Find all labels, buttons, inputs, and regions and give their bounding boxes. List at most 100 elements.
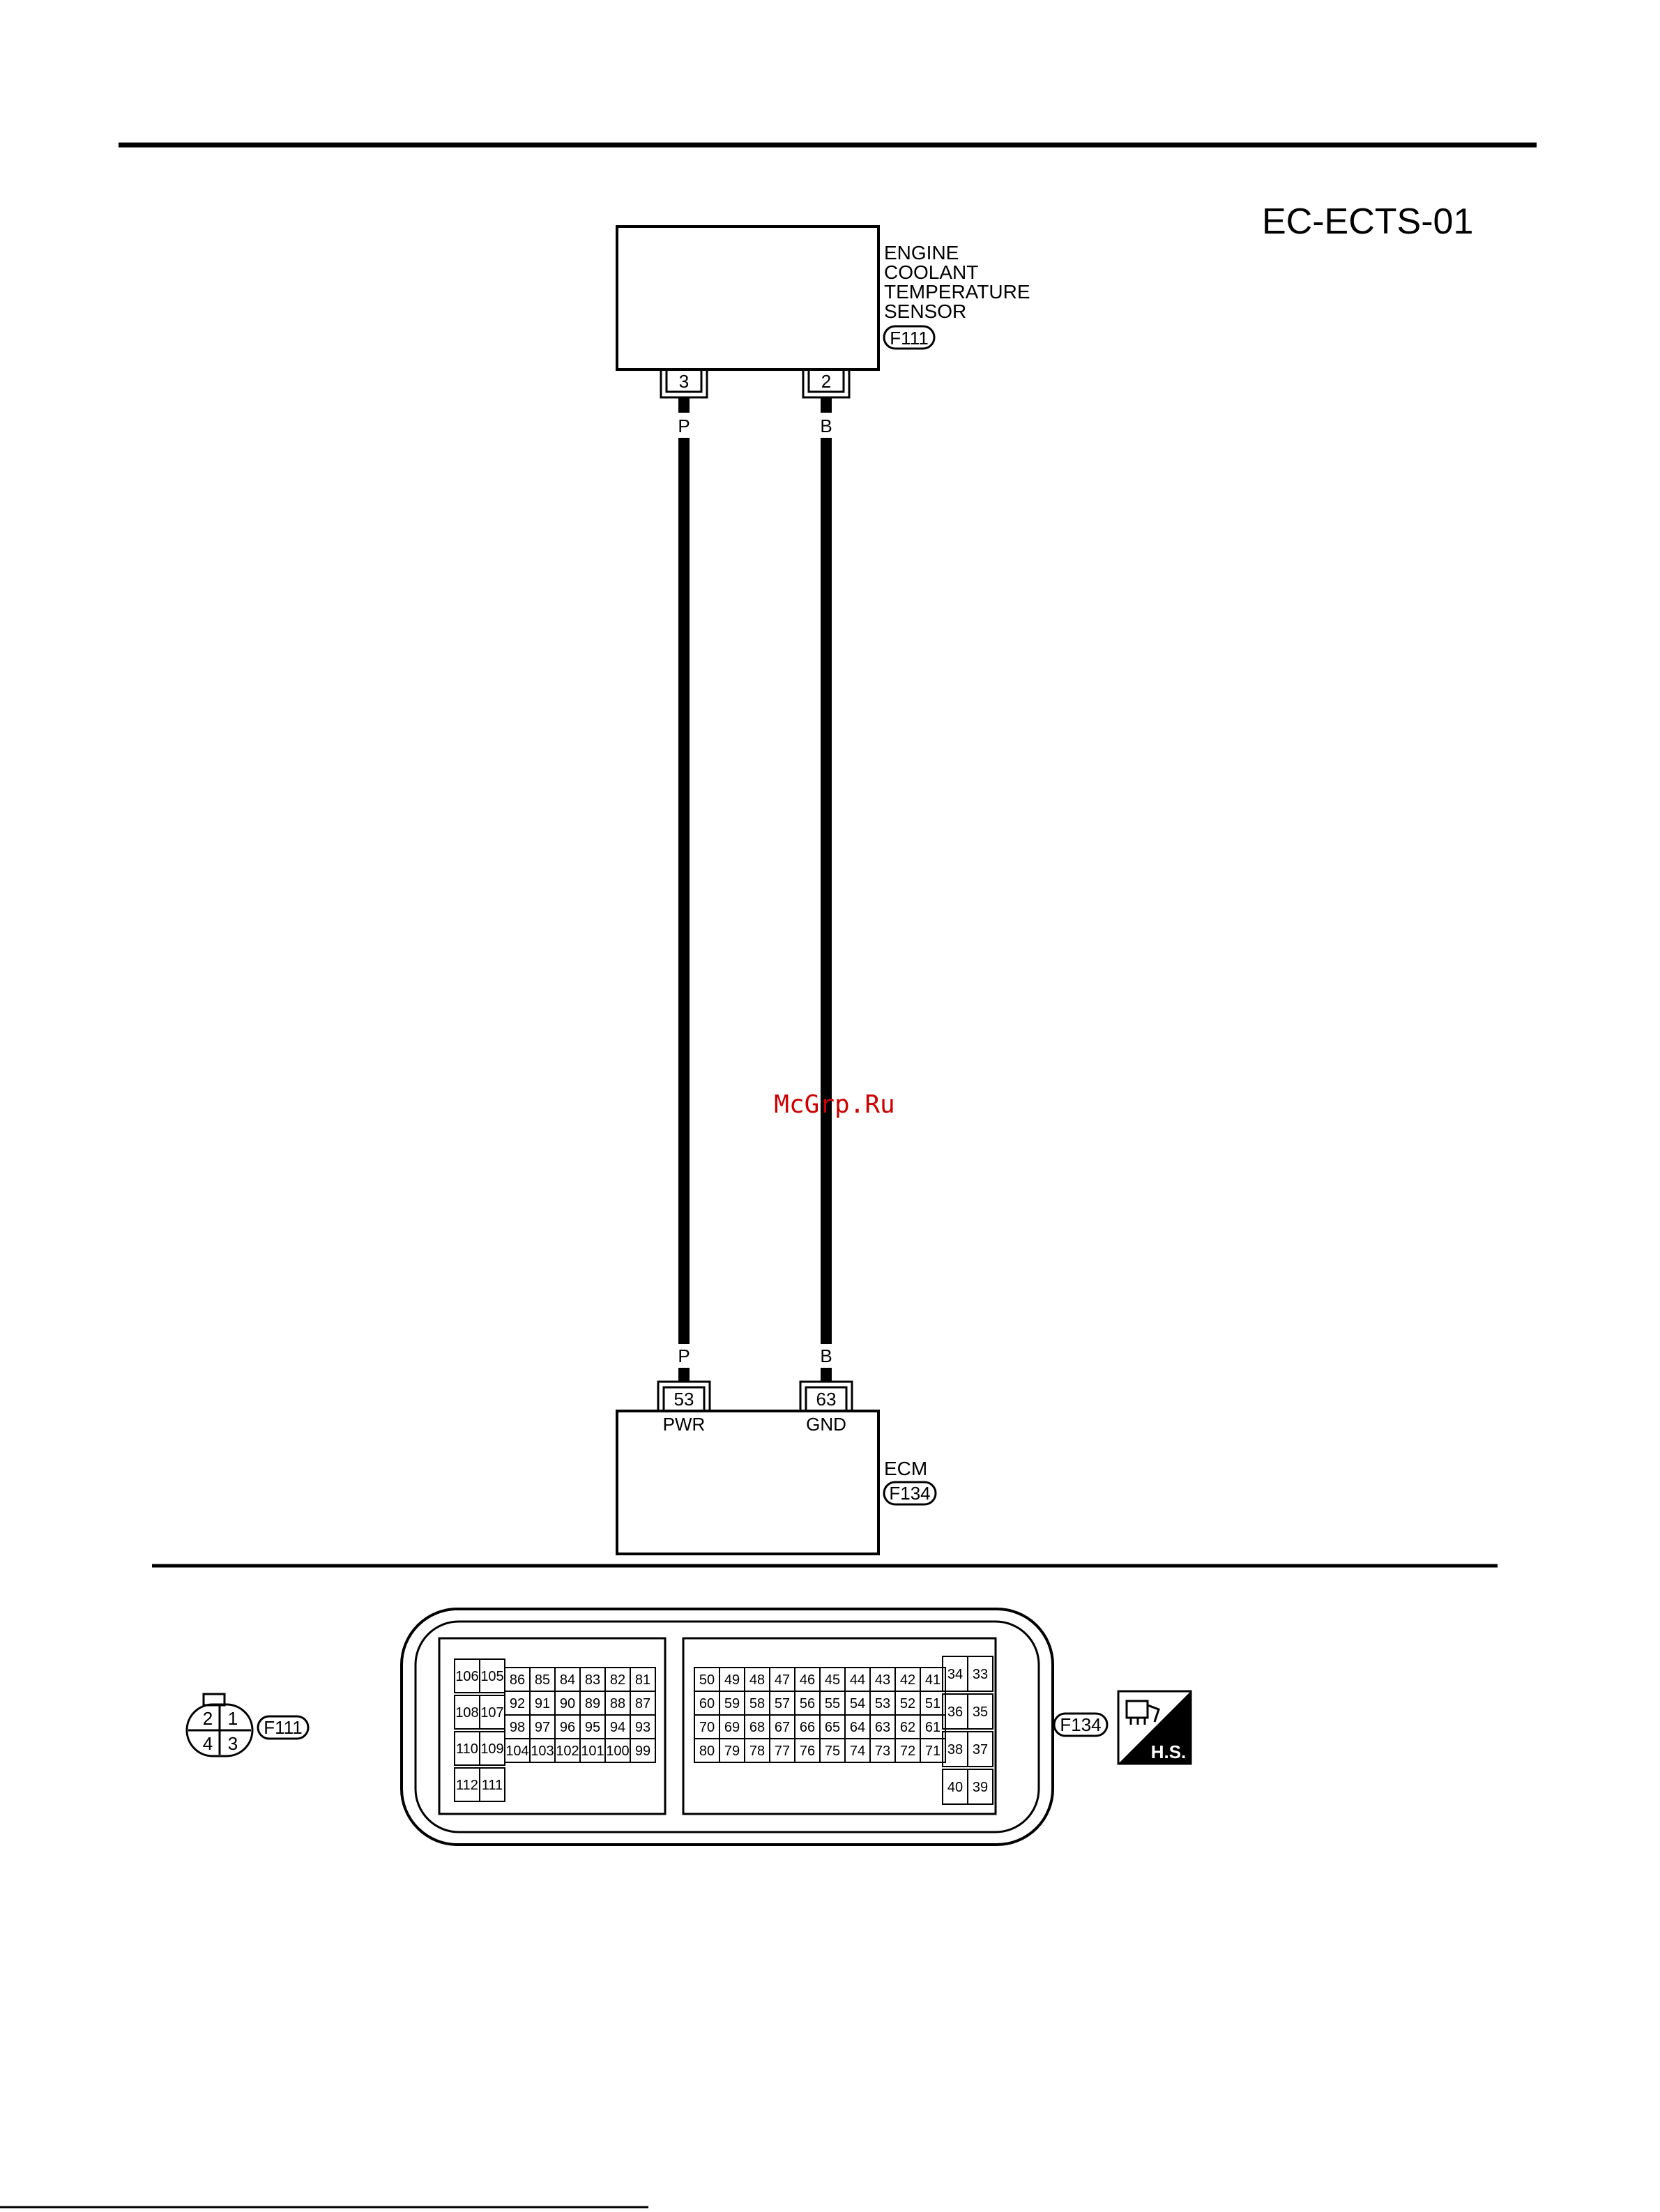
f134-pin-37-cell	[967, 1731, 993, 1767]
f134-pin-62: 62	[900, 1720, 915, 1735]
f134-tag	[1053, 1712, 1109, 1737]
f134-pin-43: 43	[875, 1672, 890, 1688]
f134-pin-87: 87	[635, 1696, 650, 1711]
ecm-pin-53-wire-color: P	[678, 1345, 690, 1366]
f134-pin-58: 58	[749, 1696, 765, 1711]
f134-pin-96: 96	[560, 1720, 575, 1735]
f134-pin-71: 71	[925, 1744, 941, 1759]
ecm-name: ECM	[884, 1458, 927, 1479]
f134-pin-92: 92	[510, 1696, 525, 1711]
f134-pin-35-cell	[967, 1693, 993, 1730]
sensor-connector-label: F111	[890, 328, 928, 349]
f134-pin-99-cell	[630, 1738, 656, 1763]
f134-pin-39: 39	[973, 1780, 988, 1795]
sensor-pin-2-wire-color: B	[820, 415, 832, 436]
ecm-pin-63-number: 63	[816, 1389, 837, 1410]
hs-badge: H.S.	[1117, 1690, 1192, 1765]
f134-pin-67: 67	[775, 1720, 790, 1735]
f134-pin-35: 35	[973, 1704, 988, 1720]
f134-pin-42: 42	[900, 1672, 915, 1688]
f134-pin-90: 90	[560, 1696, 575, 1711]
f134-pin-55: 55	[825, 1696, 840, 1711]
f134-pin-95: 95	[585, 1720, 600, 1735]
f134-pin-65: 65	[825, 1720, 840, 1735]
f134-pin-103: 103	[531, 1744, 554, 1759]
f134-pin-86: 86	[510, 1672, 525, 1688]
ecm-pin-53-label: PWR	[663, 1414, 706, 1435]
ecm-connector-tag	[883, 1481, 937, 1506]
sensor-pin-2-number: 2	[821, 371, 831, 392]
f134-inner-shell	[414, 1620, 1040, 1833]
f134-pin-110: 110	[456, 1741, 478, 1757]
f134-pin-85: 85	[535, 1672, 550, 1688]
f134-pin-94: 94	[610, 1720, 625, 1735]
f134-pin-53: 53	[875, 1696, 890, 1711]
f134-pin-61: 61	[925, 1720, 941, 1735]
f134-pin-107: 107	[480, 1705, 503, 1721]
f111-pin-1: 1	[228, 1708, 238, 1729]
ecm-pin-63-wire-color: B	[820, 1345, 832, 1366]
hs-badge-text: H.S.	[1151, 1741, 1187, 1762]
ecm-pin-63-label: GND	[806, 1414, 846, 1435]
f134-pin-111-cell	[479, 1767, 505, 1802]
sensor-name-line-4: SENSOR	[884, 300, 966, 322]
f134-pin-39-cell	[967, 1769, 993, 1805]
f134-pin-33: 33	[973, 1667, 988, 1682]
f134-pin-105: 105	[480, 1669, 503, 1684]
f134-pin-56: 56	[800, 1696, 815, 1711]
f134-pin-104: 104	[505, 1744, 528, 1759]
f134-pin-52: 52	[900, 1696, 915, 1711]
f134-right-block	[682, 1637, 997, 1815]
f134-pin-33-cell	[967, 1656, 993, 1692]
sensor-connector-tag	[883, 325, 936, 350]
sensor-pin-3-number: 3	[679, 371, 689, 392]
f134-pin-37: 37	[973, 1742, 988, 1757]
sensor-pin-3-wire-color: P	[678, 415, 690, 436]
f134-pin-100: 100	[606, 1744, 629, 1759]
f134-pin-41: 41	[925, 1672, 941, 1688]
f134-pin-82: 82	[610, 1672, 625, 1688]
f134-pin-109: 109	[480, 1741, 503, 1757]
hs-badge-fill	[1118, 1691, 1191, 1764]
f134-pin-46: 46	[800, 1672, 815, 1688]
f134-pin-40: 40	[947, 1780, 963, 1795]
f134-pin-54: 54	[850, 1696, 865, 1711]
f134-pin-71-cell	[920, 1738, 946, 1763]
sensor-name-line-1: ENGINE	[884, 242, 959, 264]
f134-pin-57: 57	[775, 1696, 790, 1711]
f134-pin-48: 48	[749, 1672, 765, 1688]
f134-outer-shell	[400, 1608, 1054, 1846]
f134-pin-108: 108	[455, 1705, 478, 1721]
f134-pin-91: 91	[535, 1696, 550, 1711]
sensor-name-line-3: TEMPERATURE	[884, 281, 1030, 303]
f134-pin-44: 44	[850, 1672, 865, 1688]
f134-pin-99: 99	[635, 1744, 650, 1759]
f134-pin-75: 75	[825, 1744, 840, 1759]
f134-pin-59: 59	[724, 1696, 740, 1711]
ecm-connector-label: F134	[889, 1483, 930, 1504]
f134-pin-74: 74	[850, 1744, 865, 1759]
sensor-box	[616, 225, 880, 371]
f134-pin-49: 49	[724, 1672, 740, 1688]
f111-connector-view: 2 1 4 3 F111	[185, 1693, 310, 1757]
f134-left-block	[438, 1637, 667, 1815]
f134-pin-97: 97	[535, 1720, 550, 1735]
f134-pin-72: 72	[900, 1744, 915, 1759]
f111-pin-3: 3	[228, 1733, 238, 1754]
ecm-box	[616, 1410, 880, 1555]
f134-pin-64: 64	[850, 1720, 865, 1735]
f134-pin-98: 98	[510, 1720, 525, 1735]
f134-pin-73: 73	[875, 1744, 890, 1759]
f134-pin-111: 111	[482, 1778, 503, 1793]
connector-plug-icon	[1125, 1700, 1160, 1725]
f134-pin-77: 77	[775, 1744, 790, 1759]
f134-pin-66: 66	[800, 1720, 815, 1735]
sensor-name-line-2: COOLANT	[884, 261, 978, 283]
f134-tag-label: F134	[1060, 1714, 1101, 1735]
f134-pin-106: 106	[455, 1669, 478, 1684]
ecm-pin-63-bracket	[799, 1380, 853, 1411]
f134-pin-79: 79	[724, 1744, 740, 1759]
f134-pin-102: 102	[556, 1744, 579, 1759]
f134-pin-112: 112	[456, 1778, 478, 1793]
